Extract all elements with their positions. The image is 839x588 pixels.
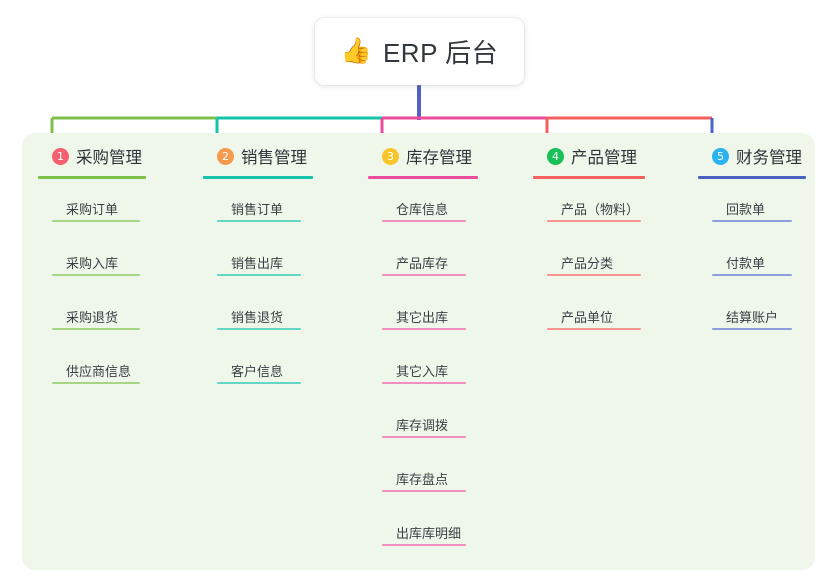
leaf-item-label: 销售退货: [231, 310, 284, 325]
branch-number-badge: 5: [712, 147, 729, 165]
leaf-item-underline: [52, 220, 140, 222]
leaf-item[interactable]: 产品单位: [533, 308, 641, 330]
leaf-item-underline: [382, 382, 466, 384]
leaf-item[interactable]: 销售订单: [203, 200, 301, 222]
leaf-item[interactable]: 付款单: [698, 254, 792, 276]
branches-panel: [22, 133, 815, 570]
leaf-item[interactable]: 结算账户: [698, 308, 792, 330]
leaf-item[interactable]: 出库库明细: [368, 524, 466, 546]
leaf-item-label: 出库库明细: [396, 526, 462, 541]
leaf-item-underline: [382, 490, 466, 492]
leaf-item-label: 产品（物料）: [561, 202, 640, 217]
leaf-item[interactable]: 库存调拨: [368, 416, 466, 438]
leaf-item-label: 供应商信息: [66, 364, 132, 379]
leaf-item-label: 客户信息: [231, 364, 284, 379]
branch-underline: [38, 176, 146, 179]
leaf-item-underline: [382, 328, 466, 330]
leaf-item[interactable]: 库存盘点: [368, 470, 466, 492]
leaf-item-underline: [547, 328, 641, 330]
leaf-item-underline: [712, 220, 792, 222]
branch-underline: [698, 176, 806, 179]
leaf-item[interactable]: 销售出库: [203, 254, 301, 276]
leaf-item-underline: [382, 544, 466, 546]
leaf-item-underline: [217, 220, 301, 222]
branch-column-销售管理: 2 销售管理销售订单销售出库销售退货客户信息: [203, 143, 313, 384]
leaf-item-underline: [217, 274, 301, 276]
branch-header-销售管理[interactable]: 2 销售管理: [203, 143, 313, 169]
leaf-item-underline: [52, 382, 140, 384]
branch-column-财务管理: 5 财务管理回款单付款单结算账户: [698, 143, 806, 330]
branch-number-badge: 2: [217, 147, 234, 165]
leaf-item[interactable]: 采购退货: [38, 308, 140, 330]
leaf-item[interactable]: 仓库信息: [368, 200, 466, 222]
leaf-item[interactable]: 客户信息: [203, 362, 301, 384]
branch-title: 产品管理: [571, 149, 637, 167]
branch-title: 采购管理: [76, 149, 142, 167]
branch-header-采购管理[interactable]: 1 采购管理: [38, 143, 146, 169]
branch-title: 库存管理: [406, 149, 472, 167]
leaf-item-label: 仓库信息: [396, 202, 449, 217]
page-title: ERP 后台: [382, 38, 499, 68]
branch-header-库存管理[interactable]: 3 库存管理: [368, 143, 478, 169]
root-node[interactable]: 👍 ERP 后台: [315, 18, 524, 85]
leaf-item-label: 产品库存: [396, 256, 449, 271]
branch-header-产品管理[interactable]: 4 产品管理: [533, 143, 645, 169]
leaf-item-label: 销售订单: [231, 202, 284, 217]
branch-column-采购管理: 1 采购管理采购订单采购入库采购退货供应商信息: [38, 143, 146, 384]
leaf-item[interactable]: 产品库存: [368, 254, 466, 276]
leaf-item-label: 采购入库: [66, 256, 119, 271]
branch-header-财务管理[interactable]: 5 财务管理: [698, 143, 806, 169]
leaf-item-underline: [547, 220, 641, 222]
leaf-item[interactable]: 采购订单: [38, 200, 140, 222]
leaf-item-underline: [547, 274, 641, 276]
leaf-item[interactable]: 供应商信息: [38, 362, 140, 384]
branch-title: 财务管理: [736, 149, 802, 167]
leaf-item[interactable]: 回款单: [698, 200, 792, 222]
leaf-item[interactable]: 产品分类: [533, 254, 641, 276]
root-node-content: 👍 ERP 后台: [341, 33, 498, 70]
leaf-item-label: 其它入库: [396, 364, 449, 379]
branch-number-badge: 4: [547, 147, 564, 165]
leaf-item-label: 产品单位: [561, 310, 614, 325]
leaf-item-underline: [712, 328, 792, 330]
leaf-item[interactable]: 销售退货: [203, 308, 301, 330]
leaf-item-label: 库存调拨: [396, 418, 449, 433]
branch-number-badge: 3: [382, 147, 399, 165]
leaf-item-label: 结算账户: [726, 310, 779, 325]
leaf-item[interactable]: 其它出库: [368, 308, 466, 330]
leaf-item-underline: [52, 274, 140, 276]
leaf-item-label: 库存盘点: [396, 472, 449, 487]
branch-number-badge: 1: [52, 147, 69, 165]
branch-title: 销售管理: [241, 149, 307, 167]
branch-underline: [203, 176, 313, 179]
leaf-item-underline: [217, 382, 301, 384]
branch-column-产品管理: 4 产品管理产品（物料） 产品分类产品单位: [533, 143, 645, 330]
leaf-item[interactable]: 其它入库: [368, 362, 466, 384]
leaf-item-label: 其它出库: [396, 310, 449, 325]
leaf-item-label: 产品分类: [561, 256, 614, 271]
leaf-item-underline: [217, 328, 301, 330]
leaf-item-label: 付款单: [726, 256, 766, 271]
leaf-item-underline: [52, 328, 140, 330]
leaf-item-underline: [382, 436, 466, 438]
leaf-item-underline: [712, 274, 792, 276]
leaf-item-underline: [382, 274, 466, 276]
leaf-item[interactable]: 产品（物料）: [533, 200, 641, 222]
branch-underline: [533, 176, 645, 179]
leaf-item-label: 回款单: [726, 202, 766, 217]
leaf-item[interactable]: 采购入库: [38, 254, 140, 276]
leaf-item-label: 销售出库: [231, 256, 284, 271]
thumbs-up-icon: 👍: [340, 37, 372, 65]
leaf-item-underline: [382, 220, 466, 222]
leaf-item-label: 采购订单: [66, 202, 119, 217]
branch-underline: [368, 176, 478, 179]
branch-column-库存管理: 3 库存管理仓库信息产品库存其它出库其它入库库存调拨库存盘点出库库明细: [368, 143, 478, 546]
leaf-item-label: 采购退货: [66, 310, 119, 325]
